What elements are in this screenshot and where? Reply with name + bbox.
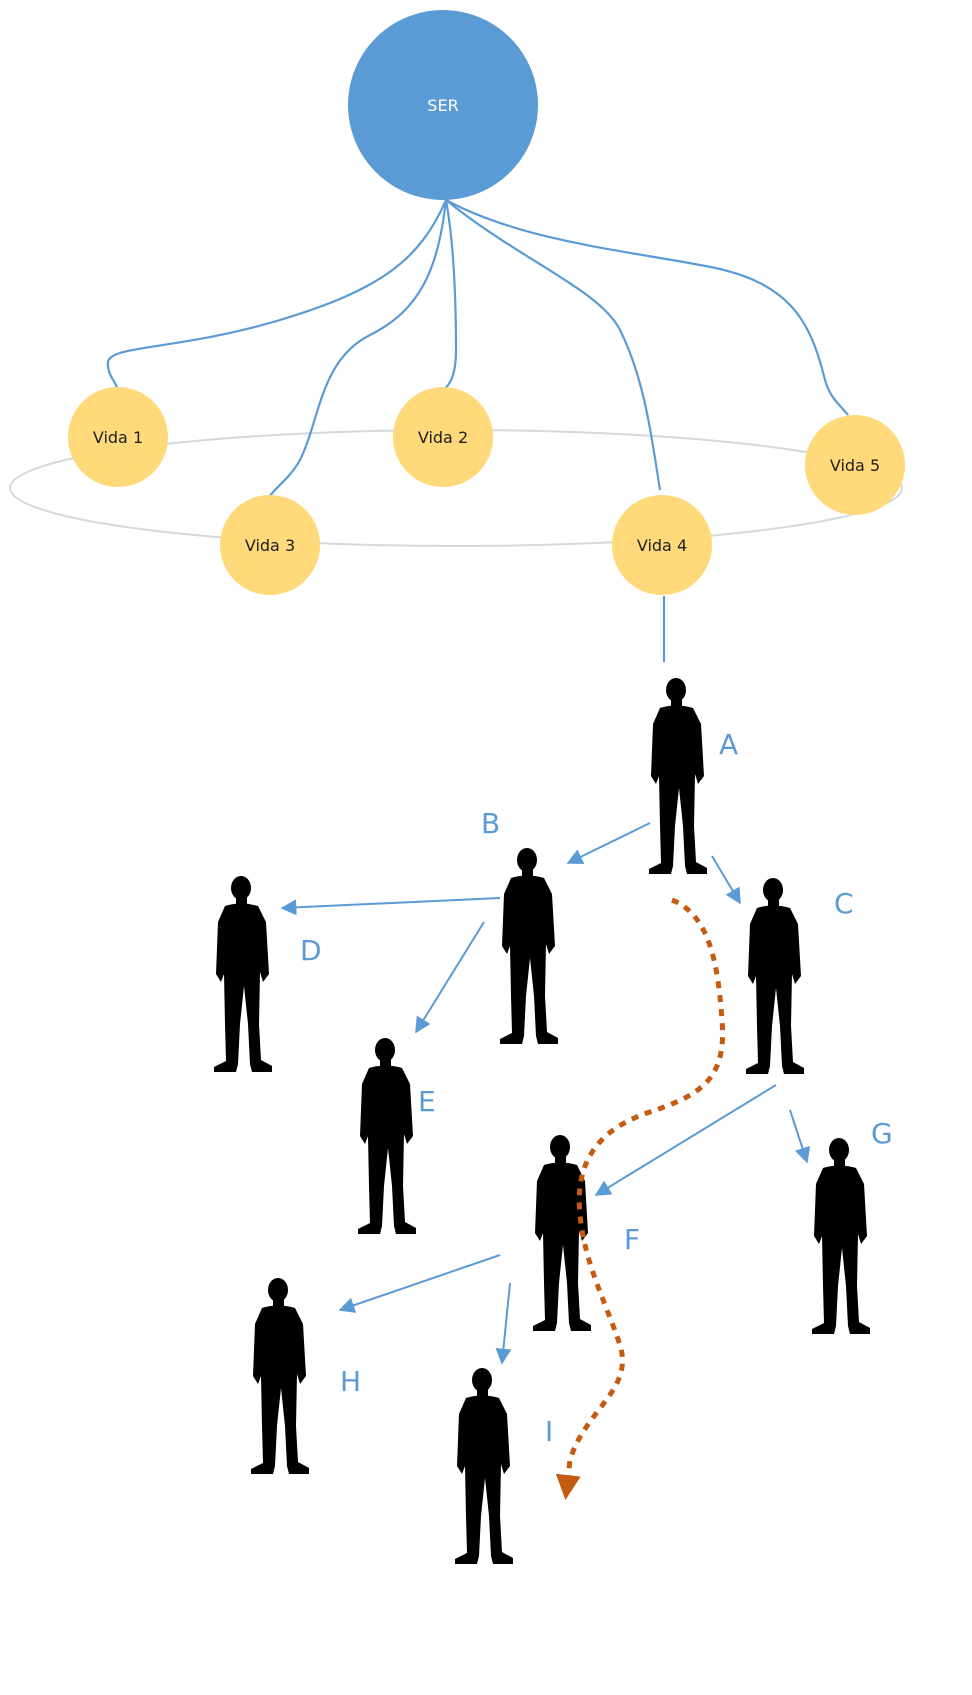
arrow-c-g	[789, 1109, 811, 1164]
vida-3-node	[220, 495, 320, 595]
person-e-figure	[358, 1038, 416, 1234]
person-i-label: I	[545, 1415, 553, 1448]
vida-4-label: Vida 4	[637, 536, 687, 555]
person-h-figure	[251, 1278, 309, 1474]
root-links	[106, 199, 849, 497]
person-d-label: D	[300, 934, 322, 967]
vida-5-node	[805, 415, 905, 515]
arrow-c-f	[594, 1084, 777, 1196]
people	[214, 678, 870, 1564]
life-path	[555, 897, 726, 1500]
arrow-f-i	[495, 1282, 512, 1365]
link-ser-vida-2	[442, 199, 458, 391]
person-a-label: A	[719, 728, 738, 761]
person-labels: A B C D E F G H I	[300, 728, 893, 1448]
arrow-a-c	[711, 855, 741, 905]
person-d-figure	[214, 876, 272, 1072]
link-ser-vida-5	[445, 199, 849, 416]
ser-node	[348, 10, 538, 200]
link-ser-vida-3	[269, 199, 448, 497]
arrow-a-b	[566, 822, 651, 864]
person-g-label: G	[871, 1117, 893, 1150]
vida-1-node	[68, 387, 168, 487]
person-h-label: H	[340, 1365, 361, 1398]
ser-label: SER	[427, 96, 458, 115]
person-e-label: E	[418, 1085, 436, 1118]
person-g-figure	[812, 1138, 870, 1334]
vida-3-label: Vida 3	[245, 536, 295, 555]
link-ser-vida-1	[106, 199, 448, 391]
vida-2-node	[393, 387, 493, 487]
person-c-figure	[746, 878, 804, 1074]
arrow-b-e	[415, 921, 485, 1034]
vida-4-node	[612, 495, 712, 595]
person-f-label: F	[624, 1223, 640, 1256]
person-c-label: C	[834, 887, 854, 920]
life-nodes: Vida 1 Vida 2 Vida 3 Vida 4 Vida 5	[68, 387, 905, 595]
person-b-label: B	[481, 807, 500, 840]
link-ser-vida-4	[445, 199, 662, 491]
relation-arrows	[280, 822, 811, 1365]
vida-1-label: Vida 1	[93, 428, 143, 447]
person-i-figure	[455, 1368, 513, 1564]
person-a-figure	[649, 678, 707, 874]
arrow-f-h	[338, 1254, 501, 1313]
arrow-b-d	[280, 897, 501, 916]
vida-2-label: Vida 2	[418, 428, 468, 447]
person-b-figure	[500, 848, 558, 1044]
vida-5-label: Vida 5	[830, 456, 880, 475]
